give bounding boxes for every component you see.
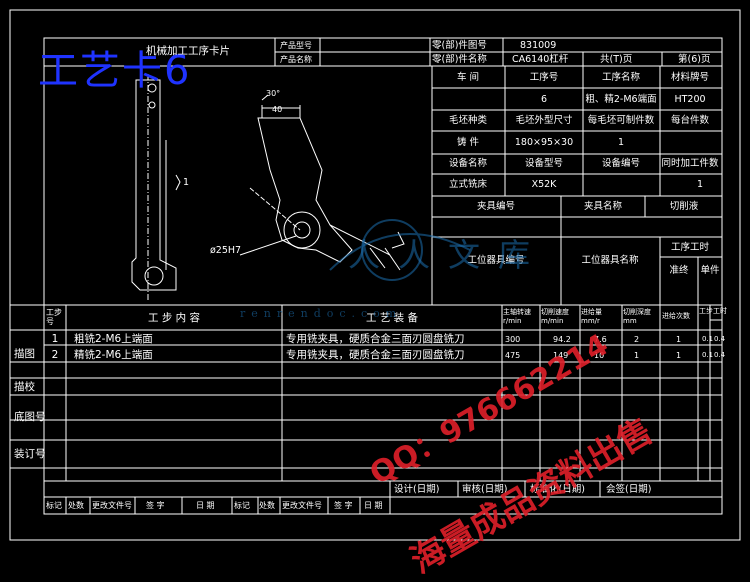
val-op-name: 粗、精2-M6端面 bbox=[585, 94, 657, 105]
part-no-value: 831009 bbox=[520, 40, 557, 51]
lever-side-view bbox=[131, 74, 181, 300]
hdr-fixture-name: 夹具名称 bbox=[583, 201, 623, 212]
col-depth: 切削深度 mm bbox=[623, 308, 651, 325]
val-simul-count: 1 bbox=[696, 179, 704, 190]
hdr-unit-time: 单件 bbox=[700, 265, 720, 276]
hdr-equip-name: 设备名称 bbox=[448, 158, 488, 169]
col-hours: 工步工时 bbox=[699, 307, 727, 315]
hdr-equip-model: 设备型号 bbox=[524, 158, 564, 169]
site-logo-text: 人人文库 bbox=[348, 236, 549, 274]
sig-bottom-5: 标记 bbox=[234, 501, 250, 510]
hdr-per-unit: 每台件数 bbox=[670, 115, 710, 126]
col-cut-speed: 切削速度 m/min bbox=[541, 308, 569, 325]
col-feed: 进给量 mm/r bbox=[581, 308, 602, 325]
step-row-2-h2: 0.4 bbox=[714, 351, 726, 359]
card-name: 机械加工工序卡片 bbox=[146, 45, 230, 57]
sig-standard: 标准化(日期) bbox=[530, 484, 585, 495]
hdr-op-no: 工序号 bbox=[529, 72, 559, 83]
hdr-simul-count: 同时加工件数 bbox=[661, 158, 719, 169]
sig-bottom-7: 更改文件号 bbox=[282, 501, 322, 510]
step-row-2-feed: 10 bbox=[594, 351, 605, 360]
step-row-1-spindle: 300 bbox=[505, 335, 521, 344]
sig-review: 审核(日期) bbox=[462, 484, 508, 495]
hdr-station-tool-name: 工位器具名称 bbox=[581, 255, 639, 266]
hdr-coolant: 切削液 bbox=[669, 201, 699, 212]
step-row-1-cut: 94.2 bbox=[553, 335, 571, 344]
val-equip-name: 立式铣床 bbox=[448, 179, 488, 190]
hdr-per-blank: 每毛坯可制件数 bbox=[587, 115, 655, 126]
part-name-label: 零(部)件名称 bbox=[432, 54, 487, 65]
side-label-base-drawing-no: 底图号 bbox=[14, 411, 46, 423]
hdr-equip-no: 设备编号 bbox=[601, 158, 641, 169]
card-frame bbox=[9, 9, 741, 541]
step-row-1-depth: 2 bbox=[634, 335, 640, 344]
step-row-1-passes: 1 bbox=[676, 335, 682, 344]
step-row-2-content: 精铣2-M6上端面 bbox=[74, 349, 153, 361]
step-row-2-spindle: 475 bbox=[505, 351, 521, 360]
part-no-label: 零(部)件图号 bbox=[432, 40, 487, 51]
site-url-text: renrendoc.com bbox=[240, 307, 403, 320]
dim-dia: ø25H7 bbox=[210, 245, 242, 256]
val-op-no: 6 bbox=[540, 94, 548, 105]
sig-bottom-8: 签 字 bbox=[334, 501, 353, 510]
step-row-1-equip: 专用铣夹具，硬质合金三面刃圆盘铣刀 bbox=[286, 333, 465, 345]
step-row-2-cut: 149 bbox=[553, 351, 569, 360]
val-blank-type: 铸 件 bbox=[456, 137, 480, 148]
step-row-2-passes: 1 bbox=[676, 351, 682, 360]
step-row-2-equip: 专用铣夹具，硬质合金三面刃圆盘铣刀 bbox=[286, 349, 465, 361]
val-per-blank: 1 bbox=[617, 137, 625, 148]
step-row-1-content: 粗铣2-M6上端面 bbox=[74, 333, 153, 345]
hdr-blank-type: 毛坯种类 bbox=[448, 115, 488, 126]
step-row-1-no: 1 bbox=[51, 333, 59, 345]
page-label: 第(6)页 bbox=[678, 54, 711, 65]
product-model-label: 产品型号 bbox=[280, 41, 312, 50]
hdr-workshop: 车 间 bbox=[456, 72, 480, 83]
hdr-prep-time: 准终 bbox=[669, 265, 689, 276]
step-row-1-feed: 7.6 bbox=[594, 335, 607, 344]
product-name-label: 产品名称 bbox=[280, 55, 312, 64]
step-row-2-depth: 1 bbox=[634, 351, 640, 360]
hdr-fixture-no: 夹具编号 bbox=[476, 201, 516, 212]
step-row-2-h1: 0.1 bbox=[702, 351, 714, 359]
sig-bottom-4: 日 期 bbox=[196, 501, 215, 510]
hdr-station-tool-no: 工位器具编号 bbox=[467, 255, 525, 266]
sig-bottom-6: 处数 bbox=[259, 501, 275, 510]
col-spindle: 主轴转速 r/min bbox=[503, 308, 531, 325]
hdr-op-time: 工序工时 bbox=[670, 242, 710, 253]
col-passes: 进给次数 bbox=[662, 312, 690, 320]
step-row-1-h2: 0.4 bbox=[714, 335, 726, 343]
lever-front-view bbox=[239, 94, 405, 271]
side-label-tracing: 描图 bbox=[14, 348, 35, 360]
dim-40: 40 bbox=[272, 105, 283, 114]
site-logo-arc bbox=[329, 219, 471, 281]
overlay-title: 工艺卡6 bbox=[38, 48, 192, 94]
val-material: HT200 bbox=[674, 94, 706, 105]
sig-design: 设计(日期) bbox=[394, 484, 440, 495]
side-label-binding-no: 装订号 bbox=[14, 448, 46, 460]
col-equipment: 工 艺 装 备 bbox=[365, 312, 419, 324]
dim-angle: 30° bbox=[266, 89, 281, 98]
step-row-2-no: 2 bbox=[51, 349, 59, 361]
sig-approve: 会签(日期) bbox=[606, 484, 652, 495]
sig-bottom-2: 更改文件号 bbox=[92, 501, 132, 510]
mark-1: 1 bbox=[183, 177, 190, 188]
val-equip-model: X52K bbox=[531, 179, 557, 190]
sig-bottom-1: 处数 bbox=[68, 501, 84, 510]
sig-bottom-3: 签 字 bbox=[146, 501, 165, 510]
side-label-trace-check: 描校 bbox=[14, 381, 35, 393]
sig-bottom-9: 日 期 bbox=[364, 501, 383, 510]
hdr-blank-size: 毛坯外型尺寸 bbox=[515, 115, 573, 126]
hdr-op-name: 工序名称 bbox=[601, 72, 641, 83]
hdr-material: 材料牌号 bbox=[670, 72, 710, 83]
part-name-value: CA6140杠杆 bbox=[512, 54, 569, 65]
val-blank-size: 180×95×30 bbox=[514, 137, 574, 148]
sig-bottom-0: 标记 bbox=[46, 501, 62, 510]
step-row-1-h1: 0.1 bbox=[702, 335, 714, 343]
col-step-content: 工 步 内 容 bbox=[147, 312, 201, 324]
total-pages-label: 共(T)页 bbox=[600, 54, 633, 65]
col-step-no: 工步号 bbox=[46, 308, 62, 326]
